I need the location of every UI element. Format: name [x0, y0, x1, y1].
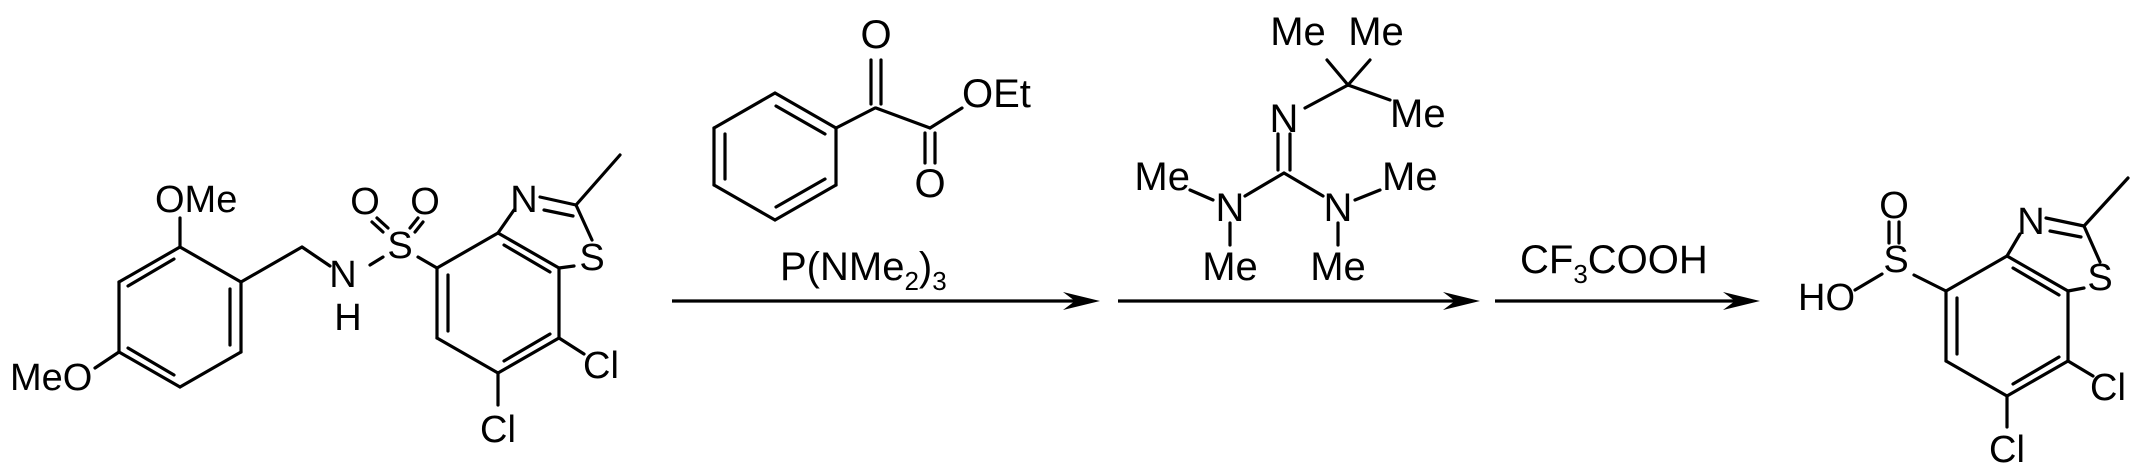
ome-4-label: MeO [10, 357, 92, 399]
thiazole-n-label: N [510, 179, 537, 221]
product-ho-label: HO [1798, 277, 1855, 319]
reaction-arrow-2 [1118, 292, 1480, 310]
sulfonyl-o2-label: O [410, 181, 440, 223]
product-sulfinyl-s-label: S [1883, 239, 1908, 281]
product-thiazole-s-label: S [2087, 257, 2112, 299]
starting-material-bonds [93, 153, 622, 407]
reaction-arrow-1 [672, 292, 1100, 310]
guanidine-base: Me Me Me N N N Me Me Me Me [1134, 10, 1445, 289]
ketone-o-label: O [860, 13, 891, 57]
left-me-top-label: Me [1134, 155, 1190, 199]
ethyl-benzoylformate-bonds [712, 58, 964, 222]
ester-carbonyl-o-label: O [914, 162, 945, 206]
imine-n-label: N [1270, 97, 1299, 141]
ethyl-benzoylformate: O O OEt [712, 13, 1031, 222]
cl-7-label: Cl [583, 345, 619, 387]
tfa-label: CF3COOH [1520, 238, 1708, 289]
phosphorus-reagent-label: P(NMe2)3 [780, 245, 947, 296]
guanidine-base-bonds [1188, 58, 1392, 247]
product-thiazole-n-label: N [2017, 201, 2044, 243]
cl-6-label: Cl [480, 409, 516, 451]
sulfonamide-n-label: N [329, 254, 356, 296]
right-me-top-label: Me [1382, 155, 1438, 199]
product: HO S O N S Cl Cl [1798, 176, 2130, 471]
left-me-bottom-label: Me [1202, 245, 1258, 289]
right-amine-n-label: N [1324, 186, 1353, 230]
right-me-bottom-label: Me [1310, 245, 1366, 289]
product-cl-6-label: Cl [1989, 429, 2025, 471]
tbu-me-3-label: Me [1390, 92, 1446, 136]
left-amine-n-label: N [1216, 186, 1245, 230]
tbu-me-1-label: Me [1270, 10, 1326, 54]
oet-label: OEt [962, 72, 1031, 116]
product-cl-7-label: Cl [2090, 367, 2126, 409]
thiazole-s-label: S [579, 237, 604, 279]
sulfonyl-s-label: S [387, 225, 412, 267]
sulfonamide-h-label: H [334, 297, 361, 339]
product-sulfinyl-o-label: O [1879, 185, 1909, 227]
tbu-me-2-label: Me [1348, 10, 1404, 54]
reaction-arrow-3 [1495, 292, 1760, 310]
ome-2-label: OMe [155, 179, 237, 221]
starting-material: OMe MeO N H S O O N S Cl Cl [10, 153, 622, 451]
product-bonds [1853, 176, 2130, 429]
sulfonyl-o1-label: O [350, 181, 380, 223]
